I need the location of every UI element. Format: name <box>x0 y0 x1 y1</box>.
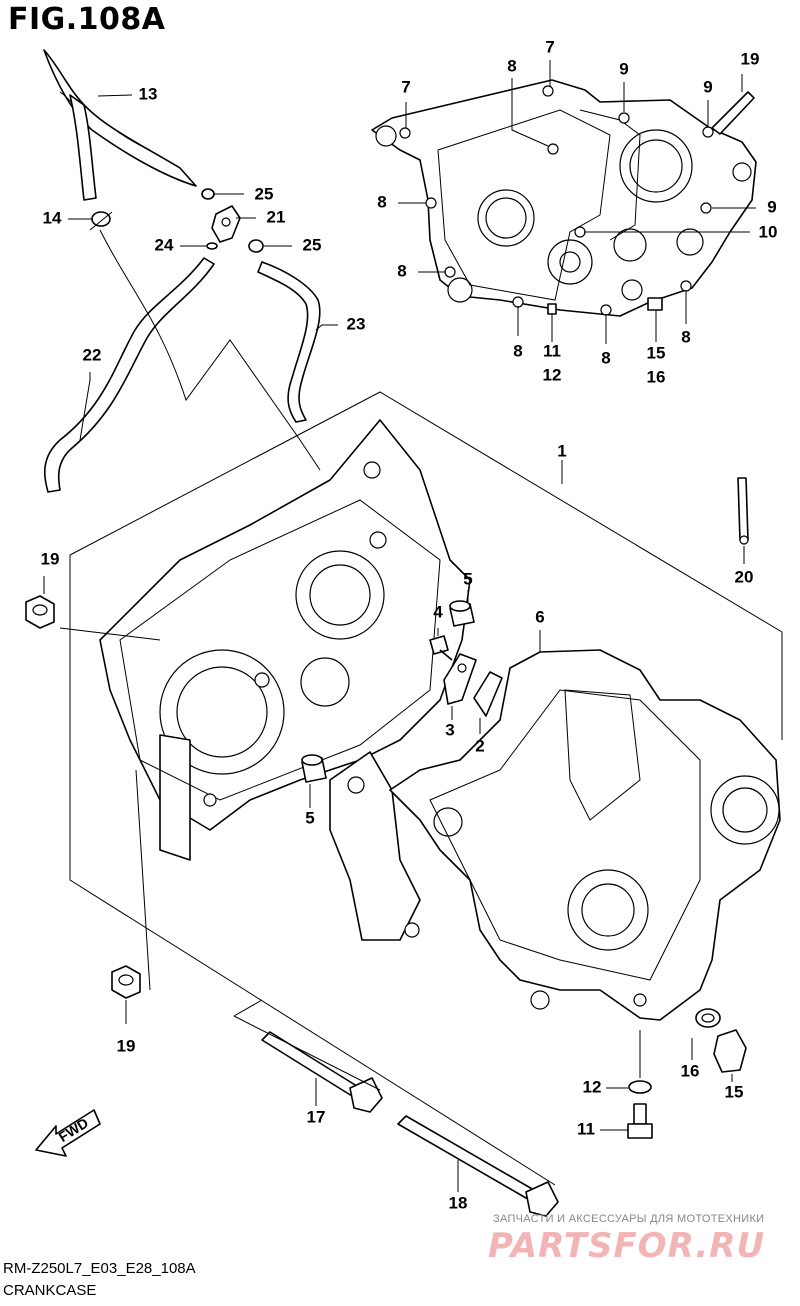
callout-9-right: 9 <box>767 197 776 216</box>
callout-8-left-lower: 8 <box>397 261 406 280</box>
callout-9-top-2: 9 <box>703 77 712 96</box>
bolt-4[interactable] <box>429 635 453 661</box>
callout-13: 13 <box>139 84 158 103</box>
callout-16-bottom: 16 <box>681 1061 700 1080</box>
callout-2: 2 <box>475 736 484 755</box>
bolt-18[interactable] <box>397 1115 559 1217</box>
clamp-19-top[interactable] <box>711 91 755 135</box>
assembly-frame <box>69 391 783 1186</box>
crankcase-right-half-top[interactable] <box>371 79 757 317</box>
clip-24[interactable] <box>206 242 218 250</box>
callout-22: 22 <box>83 345 102 364</box>
callout-18: 18 <box>449 1193 468 1212</box>
callout-20: 20 <box>735 567 754 586</box>
bolt-11[interactable] <box>627 1103 653 1139</box>
callout-8-bottom-1: 8 <box>513 341 522 360</box>
callout-4: 4 <box>433 602 443 621</box>
callout-19-bottom: 19 <box>117 1036 136 1055</box>
callout-15-top: 15 <box>647 343 666 362</box>
callout-25-upper: 25 <box>255 184 274 203</box>
crankcase-left-half[interactable] <box>99 419 471 861</box>
callout-8-top: 8 <box>507 56 516 75</box>
callout-19-left: 19 <box>41 549 60 568</box>
breather-hose-13[interactable] <box>43 49 197 201</box>
plug-15[interactable] <box>713 1029 747 1073</box>
callout-labels: 13 25 14 21 24 25 22 23 7 7 8 8 8 8 8 8 … <box>41 37 778 1212</box>
leader-lines <box>43 60 756 1192</box>
figure-name: CRANKCASE <box>3 1282 97 1299</box>
callout-11-bottom: 11 <box>577 1119 595 1138</box>
callout-16-top: 16 <box>647 367 666 386</box>
callout-7-top: 7 <box>545 37 554 56</box>
callout-11-top: 11 <box>543 341 561 360</box>
clamp-14[interactable] <box>89 211 113 231</box>
callout-12-bottom: 12 <box>583 1077 602 1096</box>
callout-25-lower: 25 <box>303 235 322 254</box>
fwd-arrow-icon: FWD <box>35 1109 101 1157</box>
gasket-2[interactable] <box>473 671 503 717</box>
figure-code: RM-Z250L7_E03_E28_108A <box>3 1260 196 1277</box>
callout-3: 3 <box>445 720 454 739</box>
callout-17: 17 <box>307 1107 326 1126</box>
watermark-tagline: ЗАПЧАСТИ И АКСЕССУАРЫ ДЛЯ МОТОТЕХНИКИ <box>493 1213 765 1225</box>
watermark-logo[interactable]: PARTSFOR.RU <box>488 1226 766 1266</box>
nut-19-bottom[interactable] <box>111 965 141 999</box>
callout-24: 24 <box>155 235 174 254</box>
figure-title: FIG.108A <box>8 2 166 37</box>
callout-9-top-1: 9 <box>619 59 628 78</box>
callout-5-lower: 5 <box>305 808 314 827</box>
callout-8-left-upper: 8 <box>377 192 386 211</box>
joint-21[interactable] <box>211 205 241 243</box>
callout-7-left: 7 <box>401 77 410 96</box>
callout-21: 21 <box>267 207 286 226</box>
dowel-5-upper[interactable] <box>449 600 475 627</box>
callout-23: 23 <box>347 314 366 333</box>
breather-hose-23[interactable] <box>257 261 321 423</box>
clip-25-lower[interactable] <box>248 239 264 253</box>
clip-25-upper[interactable] <box>201 188 215 200</box>
callout-15-bottom: 15 <box>725 1082 744 1101</box>
callout-19-top: 19 <box>741 49 760 68</box>
washer-12[interactable] <box>628 1080 652 1094</box>
callout-8-bottom-2: 8 <box>601 348 610 367</box>
crankcase-right-half[interactable] <box>389 649 781 1021</box>
washer-16[interactable] <box>695 1008 721 1028</box>
gasket-6[interactable] <box>329 751 421 941</box>
callout-14: 14 <box>43 208 62 227</box>
dowel-5-lower[interactable] <box>301 754 327 783</box>
callout-5-upper: 5 <box>463 569 472 588</box>
bolt-17[interactable] <box>261 1031 383 1113</box>
nut-19-left[interactable] <box>25 595 55 629</box>
callout-12-top: 12 <box>543 365 562 384</box>
callout-10: 10 <box>759 222 778 241</box>
callout-6: 6 <box>535 607 544 626</box>
locating-pipe-20[interactable] <box>737 477 749 545</box>
breather-hose-22[interactable] <box>43 257 215 493</box>
callout-1: 1 <box>557 441 566 460</box>
plate-3[interactable] <box>443 653 477 705</box>
callout-8-bottom-3: 8 <box>681 327 690 346</box>
